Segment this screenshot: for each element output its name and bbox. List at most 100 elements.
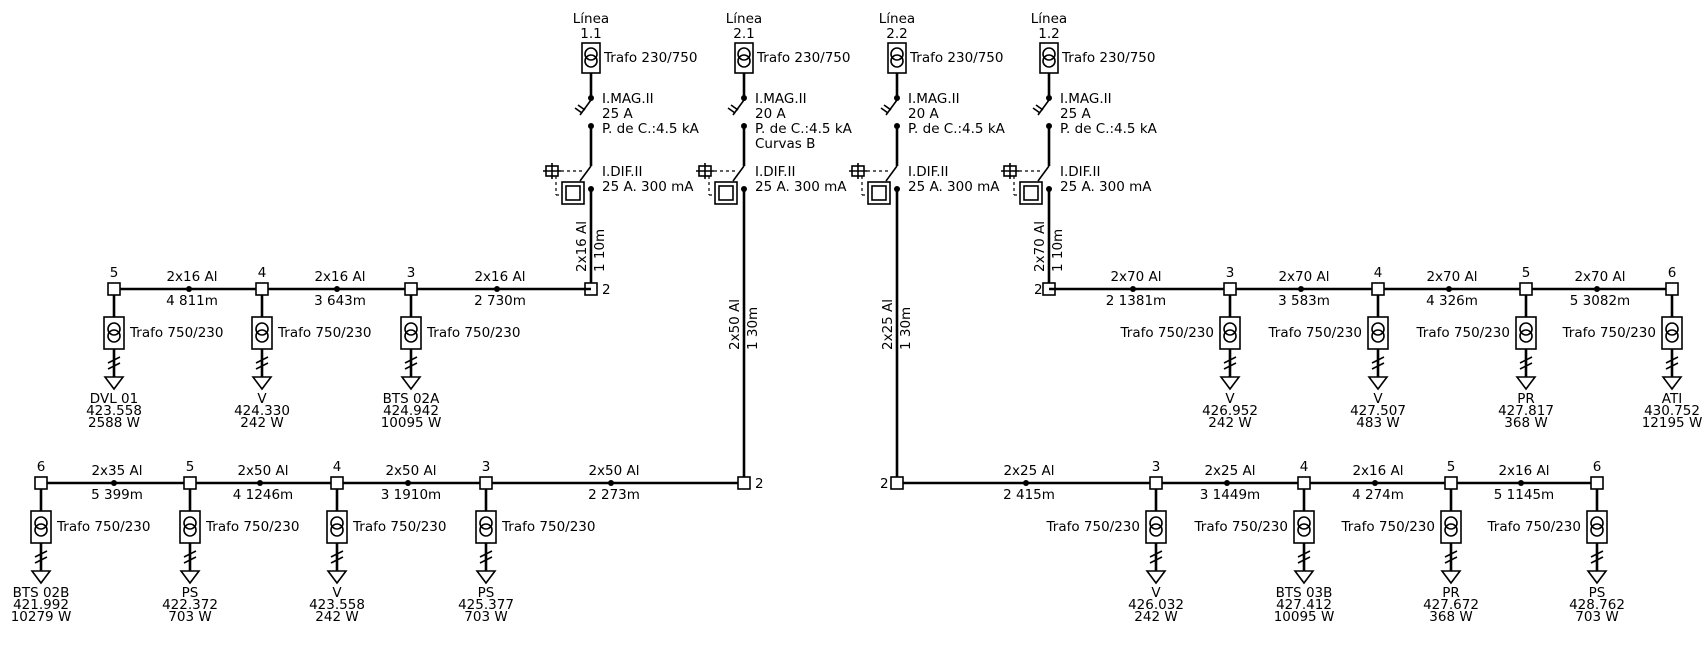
load-arrow-icon: [1219, 376, 1241, 391]
load-transformer-label: Trafo 750/230: [129, 325, 223, 341]
load-transformer-label: Trafo 750/230: [1046, 519, 1140, 535]
load-arrow-icon: [1145, 570, 1167, 585]
bus-node: [1149, 476, 1163, 490]
load-transformer-icon: [1515, 316, 1537, 350]
cable-tick: [34, 550, 48, 558]
cable-tick: [1149, 550, 1163, 558]
segment-cable-label: 2x70 Al: [1426, 269, 1477, 285]
bus-node: [1297, 476, 1311, 490]
load-transformer-label: Trafo 750/230: [277, 325, 371, 341]
segment-marker: [111, 480, 117, 486]
dif-switch-rating: 25 A. 300 mA: [1060, 179, 1152, 195]
riser-cable: 2x16 Al: [574, 221, 590, 272]
load-arrow-icon: [1586, 570, 1608, 585]
segment-marker: [1372, 480, 1378, 486]
segment-marker: [186, 286, 192, 292]
segment-cable-label: 2x16 Al: [166, 269, 217, 285]
bus-node: [183, 476, 197, 490]
load-transformer-icon: [475, 510, 497, 544]
load-name: PS: [182, 585, 199, 601]
load-transformer-icon: [1367, 316, 1389, 350]
segment-cable-label: 2x50 Al: [237, 463, 288, 479]
segment-cable-label: 2x70 Al: [1278, 269, 1329, 285]
bus-node: [479, 476, 493, 490]
segment-length-label: 3 643m: [314, 293, 366, 309]
dif-switch-type: I.DIF.II: [1060, 164, 1101, 180]
load-name: BTS 02B: [13, 585, 70, 601]
load-voltage: 424.942: [383, 403, 439, 419]
bus-node: [1590, 476, 1604, 490]
segment-marker: [1298, 286, 1304, 292]
cable-tick: [255, 362, 269, 370]
mag-breaker-curve: Curvas B: [755, 136, 815, 152]
end-node-2-1: [737, 476, 751, 490]
feeder-line-label: Línea: [879, 11, 915, 27]
bus-node-label: 5: [110, 265, 119, 281]
load-name: V: [332, 585, 342, 601]
cable-tick: [1223, 362, 1237, 370]
load-arrow-icon: [1661, 376, 1683, 391]
load-name: PR: [1517, 391, 1535, 407]
mag-breaker-capacity: P. de C.:4.5 kA: [602, 121, 700, 137]
load-arrow-icon: [179, 570, 201, 585]
source-transformer-label: Trafo 230/750: [909, 50, 1003, 66]
segment-length-label: 2 415m: [1003, 487, 1055, 503]
dif-switch-type: I.DIF.II: [602, 164, 643, 180]
load-transformer-label: Trafo 750/230: [426, 325, 520, 341]
segment-cable-label: 2x16 Al: [474, 269, 525, 285]
load-power: 242 W: [1208, 415, 1251, 431]
bus-node-label: 3: [1152, 459, 1161, 475]
load-arrow-icon: [475, 570, 497, 585]
segment-length-label: 2 730m: [474, 293, 526, 309]
differential-switch-icon: [1001, 163, 1052, 205]
segment-length-label: 5 399m: [91, 487, 143, 503]
dif-switch-type: I.DIF.II: [755, 164, 796, 180]
segment-marker: [1594, 286, 1600, 292]
feeder-1-1: Línea 1.1 Trafo 230/750 I.MAG.II 25 A P.…: [543, 11, 700, 298]
cable-tick: [1519, 356, 1533, 364]
bus-node-label: 3: [1226, 265, 1235, 281]
bus-node: [1371, 282, 1385, 296]
dif-switch-rating: 25 A. 300 mA: [602, 179, 694, 195]
cable-tick: [183, 556, 197, 564]
segment-cable-label: 2x50 Al: [588, 463, 639, 479]
source-transformer-icon: [581, 42, 601, 74]
load-voltage: 421.992: [13, 597, 69, 613]
load-name: BTS 02A: [383, 391, 441, 407]
load-transformer-icon: [1586, 510, 1608, 544]
riser-length: 1 10m: [592, 229, 608, 272]
cable-tick: [255, 356, 269, 364]
cable-tick: [330, 550, 344, 558]
load-power: 368 W: [1504, 415, 1547, 431]
load-transformer-label: Trafo 750/230: [1487, 519, 1581, 535]
cable-tick: [1590, 550, 1604, 558]
load-transformer-icon: [251, 316, 273, 350]
bus-node-label: 3: [482, 459, 491, 475]
load-power: 703 W: [1575, 609, 1618, 625]
source-transformer-icon: [734, 42, 754, 74]
load-transformer-label: Trafo 750/230: [1268, 325, 1362, 341]
source-transformer-label: Trafo 230/750: [603, 50, 697, 66]
load-arrow-icon: [400, 376, 422, 391]
mag-breaker-type: I.MAG.II: [602, 91, 654, 107]
load-transformer-icon: [1440, 510, 1462, 544]
end-node-2-2: [890, 476, 904, 490]
segment-length-label: 4 811m: [166, 293, 218, 309]
cable-tick: [1371, 362, 1385, 370]
mag-breaker-capacity: P. de C.:4.5 kA: [908, 121, 1006, 137]
load-power: 368 W: [1429, 609, 1472, 625]
load-voltage: 422.372: [162, 597, 218, 613]
